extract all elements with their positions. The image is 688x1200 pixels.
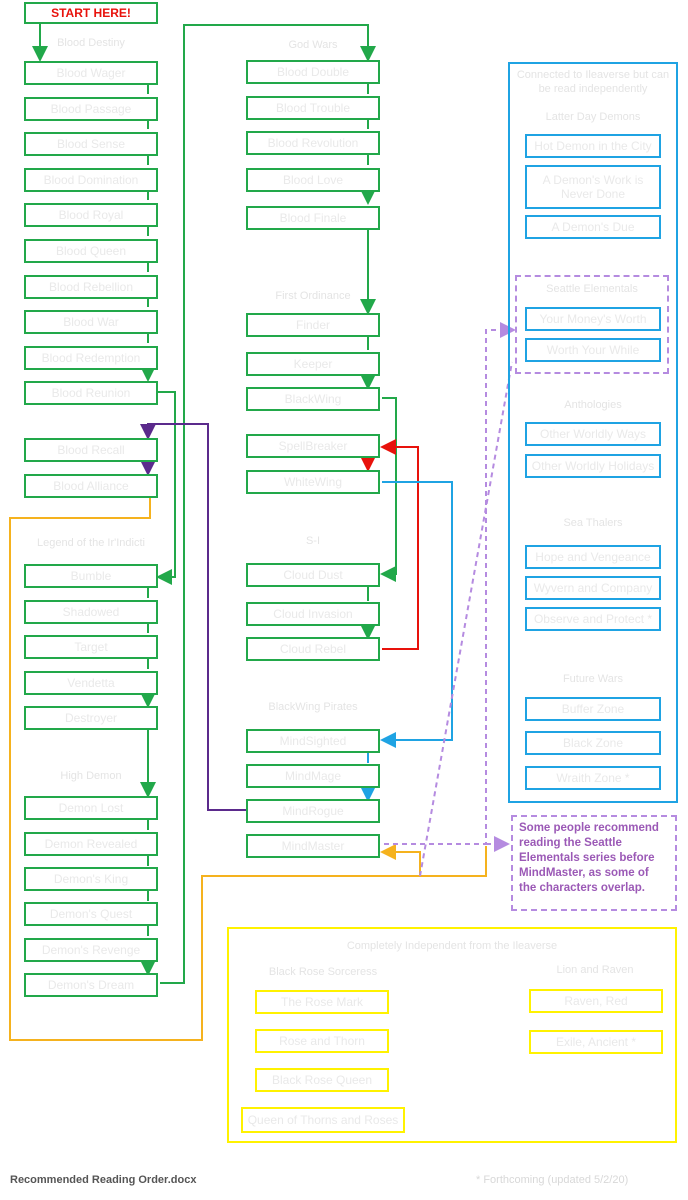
book-blood-queen: Blood Queen <box>24 239 158 263</box>
book-demons-king: Demon's King <box>24 867 158 891</box>
book-destroyer: Destroyer <box>24 706 158 730</box>
book-blood-war: Blood War <box>24 310 158 334</box>
book-rose-and-thorn: Rose and Thorn <box>255 1029 389 1053</box>
connected-panel-title: Connected to Ileaverse but can be read i… <box>516 69 670 96</box>
book-blood-rebellion: Blood Rebellion <box>24 275 158 299</box>
book-cloud-rebel: Cloud Rebel <box>246 637 380 661</box>
section-header-sea-thalers: Sea Thalers <box>563 517 623 529</box>
book-blood-wager: Blood Wager <box>24 61 158 85</box>
book-blood-trouble: Blood Trouble <box>246 96 380 120</box>
book-blood-reunion: Blood Reunion <box>24 381 158 405</box>
book-blood-sense: Blood Sense <box>24 132 158 156</box>
book-whitewing: WhiteWing <box>246 470 380 494</box>
book-blackwing: BlackWing <box>246 387 380 411</box>
book-other-worldly-holidays: Other Worldly Holidays <box>525 454 661 478</box>
connected-panel <box>508 62 678 803</box>
section-header-future-wars: Future Wars <box>562 673 624 685</box>
book-buffer-zone: Buffer Zone <box>525 697 661 721</box>
book-your-moneys-worth: Your Money's Worth <box>525 307 661 331</box>
book-hope-and-vengeance: Hope and Vengeance <box>525 545 661 569</box>
book-blood-revolution: Blood Revolution <box>246 131 380 155</box>
book-blood-recall: Blood Recall <box>24 438 158 462</box>
book-demons-quest: Demon's Quest <box>24 902 158 926</box>
seattle-note: Some people recommend reading the Seattl… <box>511 815 677 911</box>
book-worth-your-while: Worth Your While <box>525 338 661 362</box>
book-blood-redemption: Blood Redemption <box>24 346 158 370</box>
book-other-worldly-ways: Other Worldly Ways <box>525 422 661 446</box>
book-shadowed: Shadowed <box>24 600 158 624</box>
book-exile-ancient: Exile, Ancient * <box>529 1030 663 1054</box>
book-wyvern-and-company: Wyvern and Company <box>525 576 661 600</box>
book-wraith-zone: Wraith Zone * <box>525 766 661 790</box>
section-header-blackwing-pirates: BlackWing Pirates <box>268 701 358 713</box>
independent-panel-title: Completely Independent from the Ileavers… <box>346 940 558 952</box>
section-header-anthologies: Anthologies <box>564 399 622 411</box>
section-header-blood-destiny: Blood Destiny <box>57 37 125 49</box>
book-blood-love: Blood Love <box>246 168 380 192</box>
book-demon-lost: Demon Lost <box>24 796 158 820</box>
book-raven-red: Raven, Red <box>529 989 663 1013</box>
book-blood-alliance: Blood Alliance <box>24 474 158 498</box>
section-header-latter-day-demons: Latter Day Demons <box>545 111 641 123</box>
independent-panel <box>227 927 677 1143</box>
book-a-demons-due: A Demon's Due <box>525 215 661 239</box>
book-hot-demon-in-the-city: Hot Demon in the City <box>525 134 661 158</box>
book-black-rose-queen: Black Rose Queen <box>255 1068 389 1092</box>
book-demons-dream: Demon's Dream <box>24 973 158 997</box>
book-keeper: Keeper <box>246 352 380 376</box>
section-header-lion-and-raven: Lion and Raven <box>556 964 634 976</box>
forthcoming-footnote: * Forthcoming (updated 5/2/20) <box>476 1174 629 1186</box>
book-mindrogue: MindRogue <box>246 799 380 823</box>
start-label: START HERE! <box>24 2 158 24</box>
book-demons-revenge: Demon's Revenge <box>24 938 158 962</box>
book-bumble: Bumble <box>24 564 158 588</box>
section-header-seattle-elementals: Seattle Elementals <box>546 283 638 295</box>
book-mindsighted: MindSighted <box>246 729 380 753</box>
document-filename: Recommended Reading Order.docx <box>10 1174 197 1186</box>
book-blood-finale: Blood Finale <box>246 206 380 230</box>
book-mindmage: MindMage <box>246 764 380 788</box>
book-blood-double: Blood Double <box>246 60 380 84</box>
book-a-demons-work: A Demon's Work is Never Done <box>525 165 661 209</box>
book-observe-and-protect: Observe and Protect * <box>525 607 661 631</box>
book-mindmaster: MindMaster <box>246 834 380 858</box>
book-blood-domination: Blood Domination <box>24 168 158 192</box>
book-queen-of-thorns-and-roses: Queen of Thorns and Roses <box>241 1107 405 1133</box>
book-finder: Finder <box>246 313 380 337</box>
book-spellbreaker: SpellBreaker <box>246 434 380 458</box>
section-header-legend: Legend of the Ir'Indicti <box>37 537 145 549</box>
book-vendetta: Vendetta <box>24 671 158 695</box>
book-cloud-invasion: Cloud Invasion <box>246 602 380 626</box>
book-the-rose-mark: The Rose Mark <box>255 990 389 1014</box>
book-blood-passage: Blood Passage <box>24 97 158 121</box>
book-target: Target <box>24 635 158 659</box>
book-demon-revealed: Demon Revealed <box>24 832 158 856</box>
section-header-s-ix: S-I <box>305 535 321 547</box>
seattle-elementals-panel <box>515 275 669 374</box>
book-cloud-dust: Cloud Dust <box>246 563 380 587</box>
section-header-first-ordinance: First Ordinance <box>275 290 351 302</box>
section-header-black-rose: Black Rose Sorceress <box>268 966 378 978</box>
book-blood-royal: Blood Royal <box>24 203 158 227</box>
book-black-zone: Black Zone <box>525 731 661 755</box>
section-header-high-demon: High Demon <box>60 770 122 782</box>
section-header-god-wars: God Wars <box>288 39 338 51</box>
